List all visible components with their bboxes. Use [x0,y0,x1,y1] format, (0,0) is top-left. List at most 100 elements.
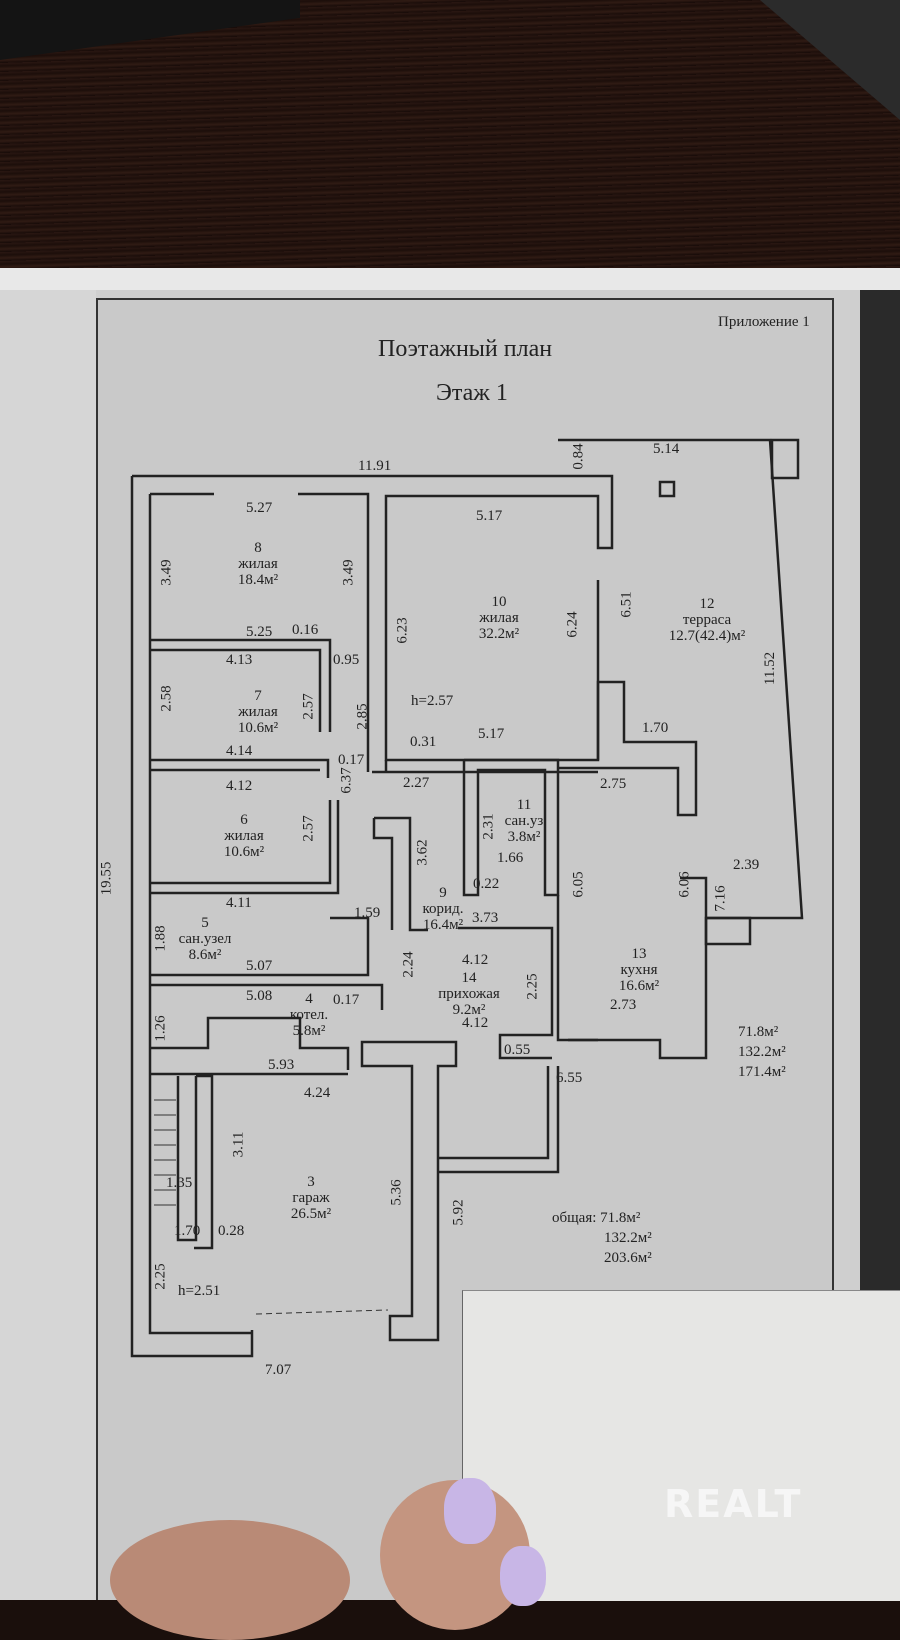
room-name: сан.уз [504,813,544,829]
dim-label: 0.16 [292,622,319,638]
wall-ext-right [438,1066,560,1174]
finger [110,1520,350,1640]
room-number: 8 [254,540,262,556]
dim-label: 6.51 [618,591,635,618]
dim-label: 2.27 [403,775,430,791]
dim-label: 1.59 [354,905,381,921]
dim-label: 2.25 [524,973,541,1000]
wall-terrace [558,438,804,920]
room-area: 10.6м² [223,844,265,860]
room-area: 10.6м² [237,720,279,736]
room-3: 3 гараж 26.5м² [276,1174,346,1222]
outer-wall-top [132,474,614,762]
dim-label: 4.24 [304,1085,331,1101]
dim-label: 5.27 [246,500,273,516]
dim-label: 11.52 [762,651,779,686]
room-12: 12 терраса 12.7(42.4)м² [652,596,762,644]
dim-label: 0.17 [338,752,365,768]
room-number: 4 [305,991,313,1007]
dim-label: 19.55 [98,861,115,896]
room-number: 12 [699,596,715,612]
dim-label: 6.37 [338,767,355,794]
dim-label: 5.07 [246,958,273,974]
room-area: 18.4м² [237,572,279,588]
dim-label: 11.91 [358,458,392,474]
dim-label: 7.07 [265,1362,292,1378]
desk-background [0,0,900,275]
room-10: 10 жилая 32.2м² [464,594,534,642]
room-name: жилая [238,556,278,572]
appendix-label: Приложение 1 [718,314,810,330]
wall-8-top [150,492,370,772]
room-number: 10 [491,594,507,610]
room-area: 12.7(42.4)м² [668,628,746,644]
height-garage: h=2.51 [178,1283,221,1299]
room-13: 13 кухня 16.6м² [604,946,674,994]
dim-label: 6.55 [556,1070,583,1086]
dim-label: 3.62 [414,839,431,866]
height-main: h=2.57 [411,693,454,709]
dim-label: 0.17 [333,992,360,1008]
dim-label: 0.84 [570,443,587,470]
dim-label: 2.39 [733,857,760,873]
dim-label: 2.25 [152,1263,169,1290]
room-14: 14 прихожая 9.2м² [424,970,514,1018]
floor-label: Этаж 1 [436,380,508,406]
dim-label: 5.08 [246,988,273,1004]
wall-10-bottom [372,760,598,774]
dim-label: 1.35 [166,1175,193,1191]
wall-garage-right [360,1040,458,1342]
inner-left-wall [148,494,252,1335]
total-value: 71.8м² [600,1210,641,1226]
terrace-column [658,480,676,498]
dim-label: 6.24 [564,611,581,638]
dim-label: 1.66 [497,850,524,866]
watermark-logo: REALT [664,1482,803,1526]
room-area: 16.4м² [422,917,464,933]
room-11: 11 сан.уз 3.8м² [494,797,554,845]
dim-label: 3.11 [230,1131,247,1158]
dim-label: 6.05 [570,871,587,898]
wall-8-7 [150,638,332,732]
dim-label: 5.25 [246,624,273,640]
wall-6-5 [150,800,340,895]
dim-label: 4.13 [226,652,253,668]
dim-label: 5.92 [450,1199,467,1226]
dim-label: 0.31 [410,734,437,750]
wall-hall [458,926,598,1060]
dim-label: 2.31 [480,813,497,840]
dim-label: 6.23 [394,617,411,644]
room-number: 7 [254,688,262,704]
dim-label: 3.73 [472,910,499,926]
dim-label: 1.26 [152,1015,169,1042]
room-name: жилая [479,610,519,626]
room-number: 3 [307,1174,315,1190]
room-number: 5 [201,915,209,931]
dim-label: 4.14 [226,743,253,759]
room-area: 5.8м² [292,1023,326,1039]
dim-label: 5.17 [476,508,503,524]
room-area: 9.2м² [452,1002,486,1018]
room-9: 9 корид. 16.4м² [408,885,478,933]
room-name: прихожая [438,986,500,1002]
terrace-stairs-bottom [704,916,752,946]
wall-4-garage [150,1016,350,1076]
outer-wall-left [130,476,254,1358]
room-area: 32.2м² [478,626,520,642]
room-name: гараж [292,1190,330,1206]
fingernail [444,1478,496,1544]
dim-label: 2.57 [300,815,317,842]
dim-label: 1.70 [174,1223,201,1239]
room-4: 4 котел. 5.8м² [284,991,334,1039]
dim-label: 6.06 [676,871,693,898]
room-name: терраса [682,612,732,628]
room-6: 6 жилая 10.6м² [214,812,274,860]
room-name: жилая [224,828,264,844]
room-area: 16.6м² [618,978,660,994]
dim-label: 0.28 [218,1223,245,1239]
wall-11 [462,758,560,897]
total-value: 132.2м² [604,1230,652,1246]
total-value: 203.6м² [604,1250,652,1266]
room-5: 5 сан.узел 8.6м² [160,915,250,963]
dim-label: 5.17 [478,726,505,742]
